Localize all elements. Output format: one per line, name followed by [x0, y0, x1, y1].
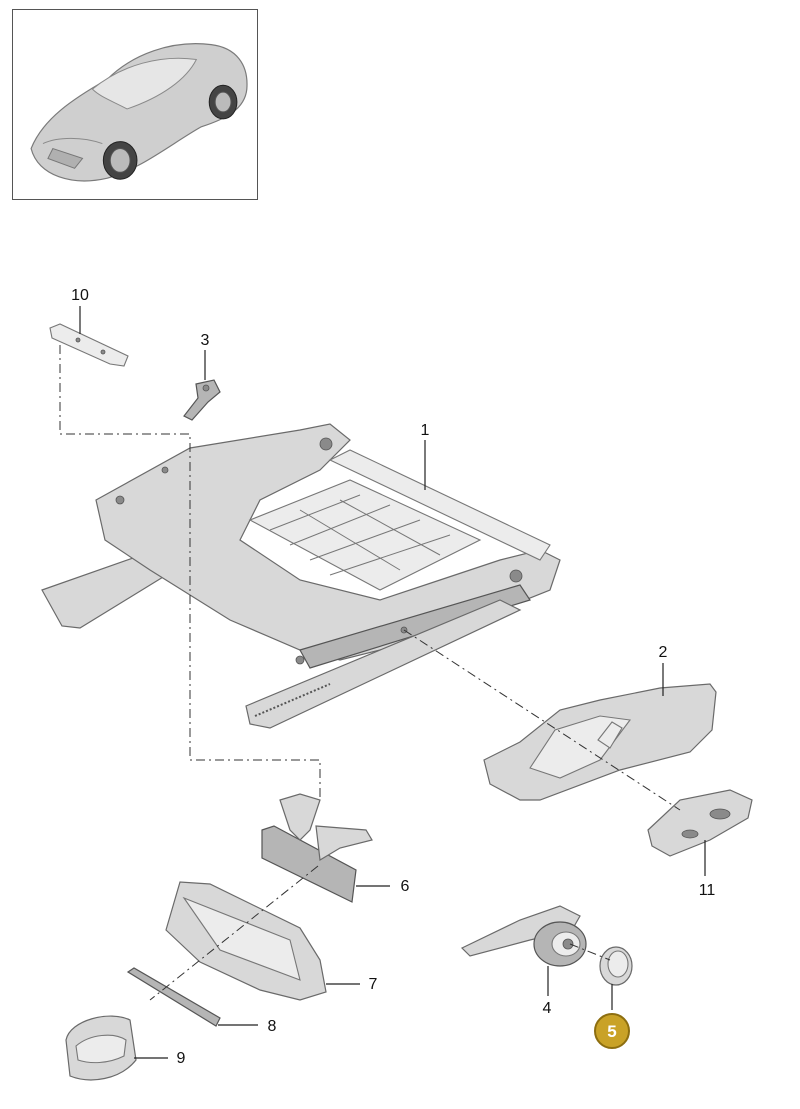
vehicle-thumbnail-image	[30, 43, 248, 182]
part-6-bracket[interactable]	[261, 793, 373, 903]
callout-10[interactable]: 10	[71, 287, 89, 304]
assembly-lines	[59, 345, 681, 1001]
part-5-cap[interactable]	[599, 946, 633, 986]
part-8-strip[interactable]	[126, 967, 221, 1027]
callout-5-highlighted[interactable]: 5	[594, 1013, 630, 1049]
part-11-switch-unit[interactable]	[647, 789, 753, 857]
part-9-clamp[interactable]	[65, 1015, 137, 1081]
part-4-lever[interactable]	[460, 905, 587, 967]
part-2-side-trim[interactable]	[483, 683, 717, 801]
callout-9[interactable]: 9	[176, 1050, 186, 1067]
leader-lines	[79, 306, 706, 1059]
callout-3[interactable]: 3	[200, 332, 210, 349]
part-3-bracket[interactable]	[183, 379, 221, 421]
callout-1[interactable]: 1	[420, 422, 430, 439]
callout-8[interactable]: 8	[267, 1018, 277, 1035]
callout-7[interactable]: 7	[368, 976, 378, 993]
callout-4[interactable]: 4	[542, 1000, 552, 1017]
callout-2[interactable]: 2	[658, 644, 668, 661]
part-1-seat-frame[interactable]	[41, 423, 561, 729]
vehicle-thumbnail-frame	[12, 9, 258, 200]
part-7-housing[interactable]	[165, 881, 327, 1001]
part-10-strip[interactable]	[49, 323, 129, 367]
callout-11[interactable]: 11	[698, 882, 716, 899]
callout-6[interactable]: 6	[400, 878, 410, 895]
